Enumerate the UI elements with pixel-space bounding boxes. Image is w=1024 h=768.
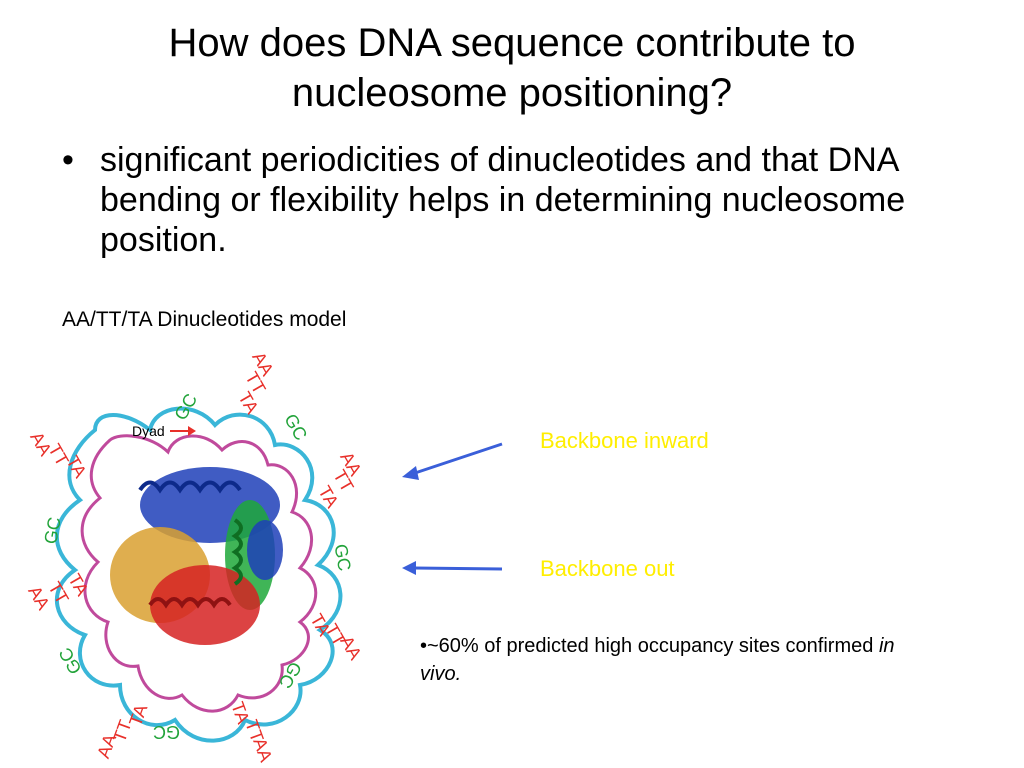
callout-backbone-out: Backbone out <box>540 556 675 581</box>
model-label: AA/TT/TA Dinucleotides model <box>62 308 347 331</box>
occupancy-note: •~60% of predicted high occupancy sites … <box>420 632 920 688</box>
nucleosome-diagram: Dyad AA TT TA AA TT TA AA TT TA AA TT TA… <box>24 348 365 764</box>
gc-label: GC <box>40 516 64 546</box>
arrow-inward <box>411 442 503 476</box>
gc-label: GC <box>153 722 180 742</box>
dyad-label: Dyad <box>132 423 165 439</box>
gc-label: GC <box>170 390 201 423</box>
aa-label: AA <box>249 735 276 764</box>
slide-title: How does DNA sequence contribute to nucl… <box>168 21 856 115</box>
bullet-text: significant periodicities of dinucleotid… <box>100 141 906 259</box>
bullet-marker: • <box>62 141 74 179</box>
gc-label: GC <box>330 542 354 572</box>
occupancy-note-text: •~60% of predicted high occupancy sites … <box>420 635 879 657</box>
arrow-out <box>413 566 503 571</box>
bullet-point: • significant periodicities of dinucleot… <box>62 140 962 260</box>
dna-strand-outer <box>54 406 343 743</box>
dna-strand-inner <box>80 434 318 713</box>
callout-backbone-inward: Backbone inward <box>540 428 709 453</box>
gc-label: GC <box>280 410 311 443</box>
occupancy-note-italic: in vivo. <box>420 635 895 685</box>
histone-core <box>110 467 283 645</box>
